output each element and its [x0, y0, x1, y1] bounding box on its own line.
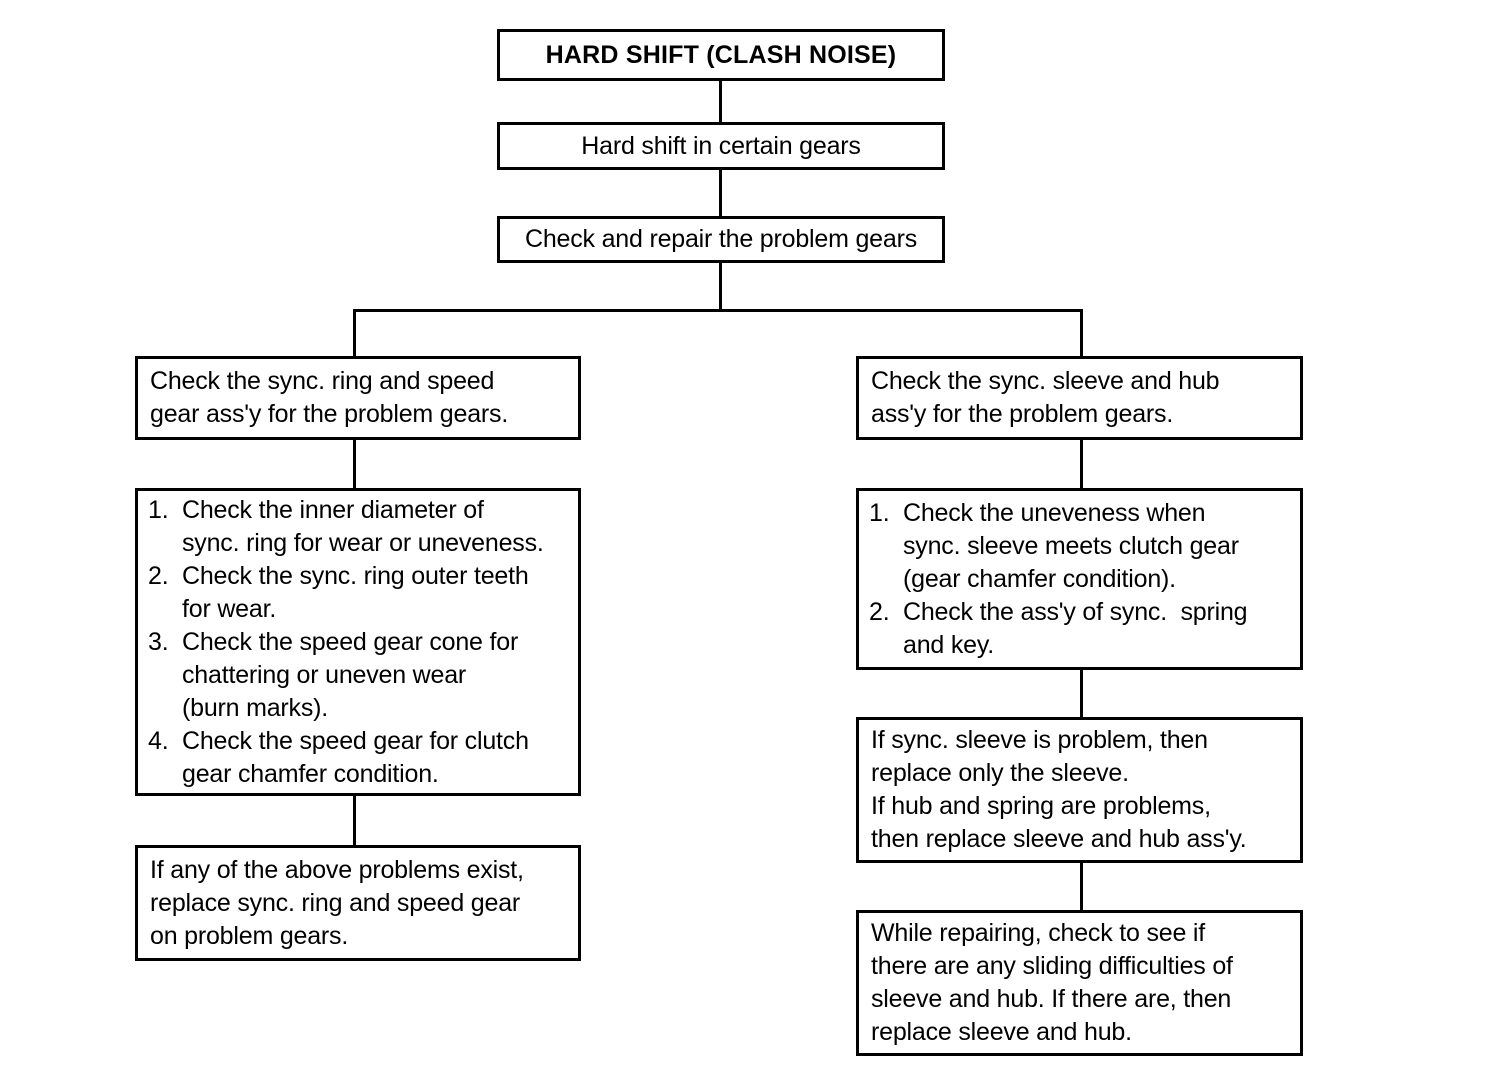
node-root-label: HARD SHIFT (CLASH NOISE) — [545, 40, 897, 69]
node-root-hard-shift: HARD SHIFT (CLASH NOISE) — [497, 29, 945, 81]
node-right-note-label: While repairing, check to see if there a… — [871, 919, 1233, 1046]
list-item-number: 1. — [148, 495, 169, 524]
list-item: 1. Check the inner diameter of sync. rin… — [148, 494, 568, 560]
connector-root-to-symptom — [719, 81, 722, 123]
node-right-check-sync-sleeve: Check the sync. sleeve and hub ass'y for… — [856, 356, 1303, 440]
node-right-note-sliding: While repairing, check to see if there a… — [856, 910, 1303, 1056]
list-item-number: 3. — [148, 627, 169, 656]
connector-split-left-down — [353, 309, 356, 357]
list-item-text: Check the uneveness when sync. sleeve me… — [903, 498, 1239, 593]
connector-action-down — [719, 263, 722, 311]
list-item: 4. Check the speed gear for clutch gear … — [148, 725, 568, 791]
list-item: 3. Check the speed gear cone for chatter… — [148, 626, 568, 725]
connector-split-right-down — [1080, 309, 1083, 357]
node-right-steps: 1. Check the uneveness when sync. sleeve… — [856, 488, 1303, 670]
node-left-steps: 1. Check the inner diameter of sync. rin… — [135, 488, 581, 796]
right-steps-list: 1. Check the uneveness when sync. sleeve… — [859, 497, 1300, 662]
list-item-text: Check the speed gear cone for chattering… — [182, 627, 519, 722]
list-item-text: Check the inner diameter of sync. ring f… — [182, 495, 544, 557]
connector-split-horizontal — [353, 309, 1083, 312]
node-right-result-label: If sync. sleeve is problem, then replace… — [871, 726, 1247, 853]
list-item-text: Check the ass'y of sync. spring and key. — [903, 597, 1248, 659]
list-item: 2. Check the sync. ring outer teeth for … — [148, 560, 568, 626]
connector-right-steps-to-result — [1080, 670, 1083, 718]
node-symptom-label: Hard shift in certain gears — [581, 131, 861, 160]
node-symptom-hard-shift-gears: Hard shift in certain gears — [497, 122, 945, 170]
connector-left-steps-to-result — [353, 796, 356, 846]
list-item-text: Check the sync. ring outer teeth for wea… — [182, 561, 529, 623]
connector-right-check-to-steps — [1080, 440, 1083, 489]
list-item-number: 2. — [869, 597, 890, 626]
list-item: 2. Check the ass'y of sync. spring and k… — [869, 596, 1290, 662]
left-steps-list: 1. Check the inner diameter of sync. rin… — [138, 494, 578, 791]
connector-symptom-to-action — [719, 170, 722, 217]
node-right-check-label: Check the sync. sleeve and hub ass'y for… — [871, 367, 1220, 428]
connector-left-check-to-steps — [353, 440, 356, 489]
list-item: 1. Check the uneveness when sync. sleeve… — [869, 497, 1290, 596]
connector-right-result-to-note — [1080, 863, 1083, 911]
list-item-text: Check the speed gear for clutch gear cha… — [182, 726, 529, 788]
node-left-result-label: If any of the above problems exist, repl… — [150, 855, 524, 950]
node-right-result-replace: If sync. sleeve is problem, then replace… — [856, 717, 1303, 863]
node-left-check-label: Check the sync. ring and speed gear ass'… — [150, 367, 509, 428]
node-action-label: Check and repair the problem gears — [524, 225, 918, 253]
list-item-number: 2. — [148, 561, 169, 590]
node-action-check-repair: Check and repair the problem gears — [497, 216, 945, 263]
list-item-number: 4. — [148, 726, 169, 755]
node-left-check-sync-ring: Check the sync. ring and speed gear ass'… — [135, 356, 581, 440]
node-left-result-replace: If any of the above problems exist, repl… — [135, 845, 581, 961]
list-item-number: 1. — [869, 498, 890, 527]
